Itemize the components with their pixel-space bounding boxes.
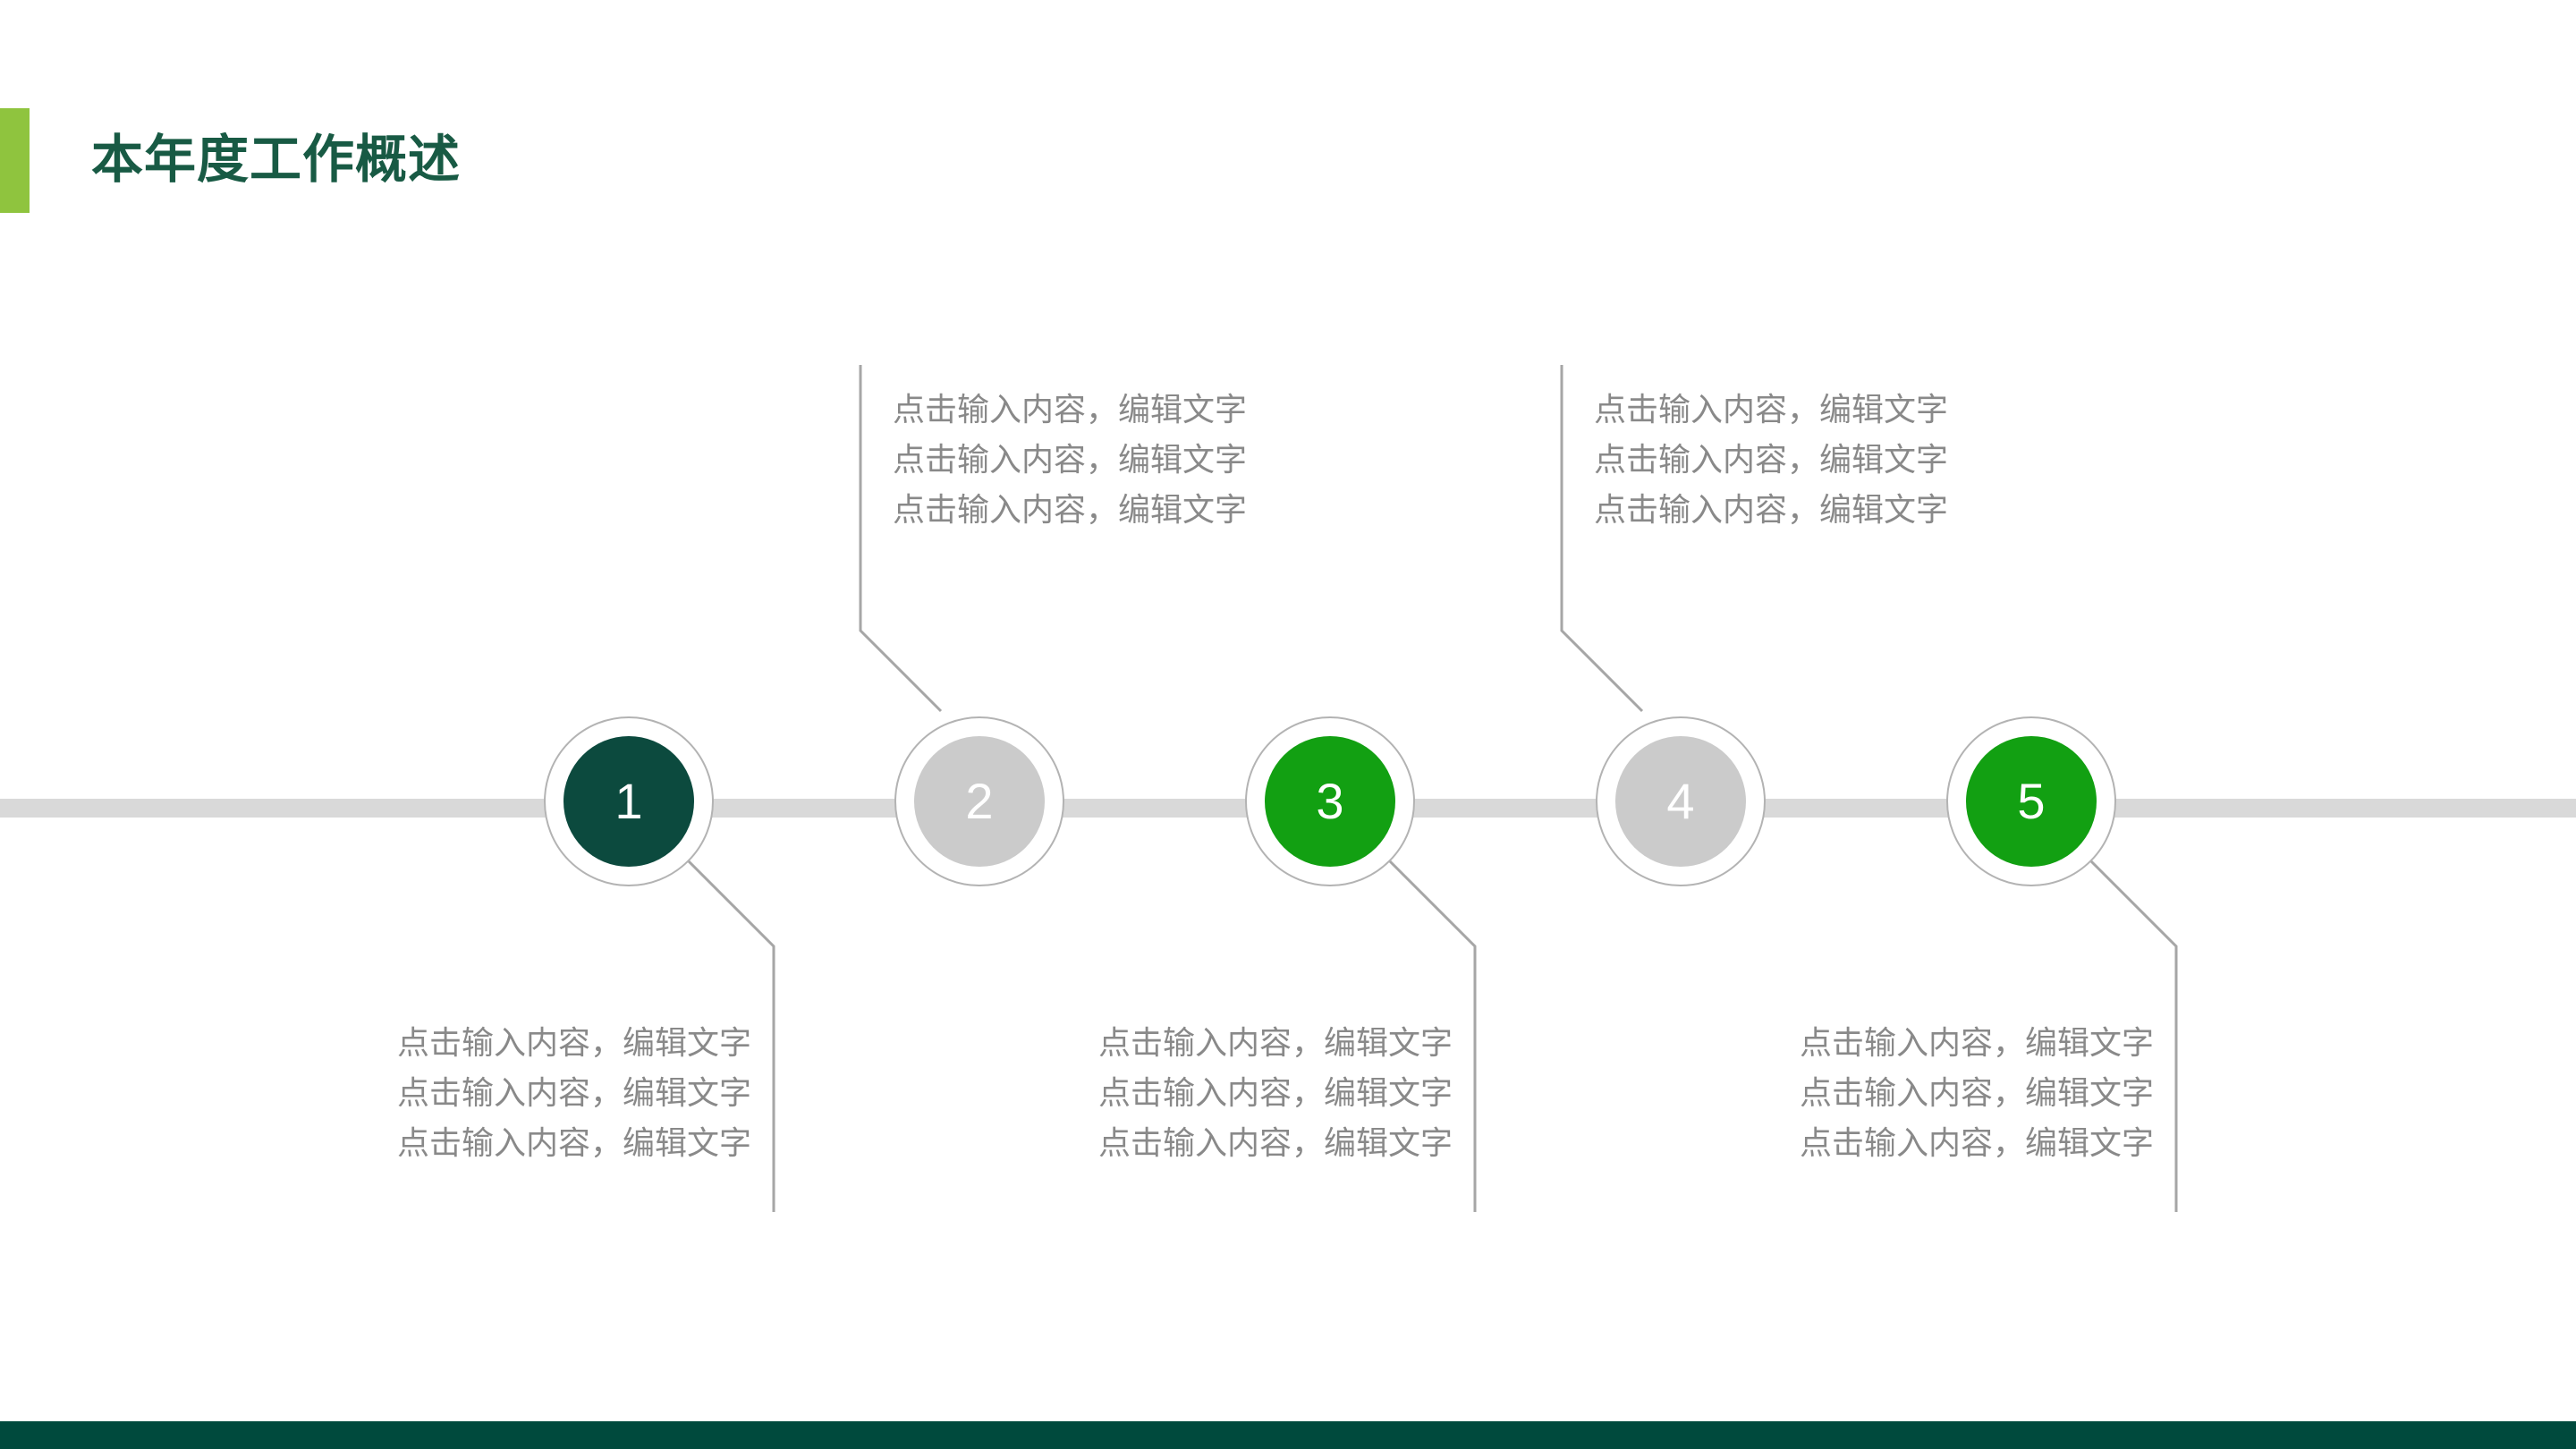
title-accent-bar bbox=[0, 108, 30, 213]
placeholder-text-line: 点击输入内容，编辑文字 bbox=[1799, 1124, 2154, 1161]
timeline-node-3: 3 bbox=[1245, 716, 1415, 886]
connector-line-step4 bbox=[1560, 365, 1644, 713]
timeline-node-5: 5 bbox=[1946, 716, 2116, 886]
placeholder-text-line: 点击输入内容，编辑文字 bbox=[1799, 1074, 2154, 1111]
placeholder-text-line: 点击输入内容，编辑文字 bbox=[1799, 1024, 2154, 1061]
placeholder-text-line: 点击输入内容，编辑文字 bbox=[893, 391, 1248, 428]
connector-line-step1 bbox=[686, 859, 775, 1212]
timeline-node-4: 4 bbox=[1596, 716, 1766, 886]
timeline-node-2: 2 bbox=[894, 716, 1064, 886]
timeline-node-2-number: 2 bbox=[914, 736, 1045, 867]
page-title: 本年度工作概述 bbox=[91, 131, 462, 189]
placeholder-text-line: 点击输入内容，编辑文字 bbox=[1097, 1024, 1453, 1061]
placeholder-text-line: 点击输入内容，编辑文字 bbox=[893, 491, 1248, 528]
timeline-node-4-number: 4 bbox=[1615, 736, 1746, 867]
placeholder-text-line: 点击输入内容，编辑文字 bbox=[396, 1074, 751, 1111]
placeholder-text-line: 点击输入内容，编辑文字 bbox=[893, 441, 1248, 478]
text-block-step5: 点击输入内容，编辑文字 点击输入内容，编辑文字 点击输入内容，编辑文字 bbox=[1800, 1018, 2154, 1168]
placeholder-text-line: 点击输入内容，编辑文字 bbox=[1594, 391, 1949, 428]
placeholder-text-line: 点击输入内容，编辑文字 bbox=[396, 1024, 751, 1061]
placeholder-text-line: 点击输入内容，编辑文字 bbox=[396, 1124, 751, 1161]
placeholder-text-line: 点击输入内容，编辑文字 bbox=[1594, 441, 1949, 478]
timeline-node-3-number: 3 bbox=[1265, 736, 1395, 867]
placeholder-text-line: 点击输入内容，编辑文字 bbox=[1097, 1074, 1453, 1111]
text-block-step3: 点击输入内容，编辑文字 点击输入内容，编辑文字 点击输入内容，编辑文字 bbox=[1098, 1018, 1453, 1168]
text-block-step2: 点击输入内容，编辑文字 点击输入内容，编辑文字 点击输入内容，编辑文字 bbox=[893, 385, 1247, 535]
placeholder-text-line: 点击输入内容，编辑文字 bbox=[1594, 491, 1949, 528]
timeline-node-1-number: 1 bbox=[564, 736, 694, 867]
timeline-node-1: 1 bbox=[544, 716, 714, 886]
timeline-node-5-number: 5 bbox=[1966, 736, 2097, 867]
text-block-step1: 点击输入内容，编辑文字 点击输入内容，编辑文字 点击输入内容，编辑文字 bbox=[397, 1018, 751, 1168]
placeholder-text-line: 点击输入内容，编辑文字 bbox=[1097, 1124, 1453, 1161]
connector-line-step3 bbox=[1387, 859, 1477, 1212]
footer-bar bbox=[0, 1421, 2576, 1449]
connector-line-step2 bbox=[859, 365, 943, 713]
text-block-step4: 点击输入内容，编辑文字 点击输入内容，编辑文字 点击输入内容，编辑文字 bbox=[1594, 385, 1948, 535]
connector-line-step5 bbox=[2089, 859, 2178, 1212]
